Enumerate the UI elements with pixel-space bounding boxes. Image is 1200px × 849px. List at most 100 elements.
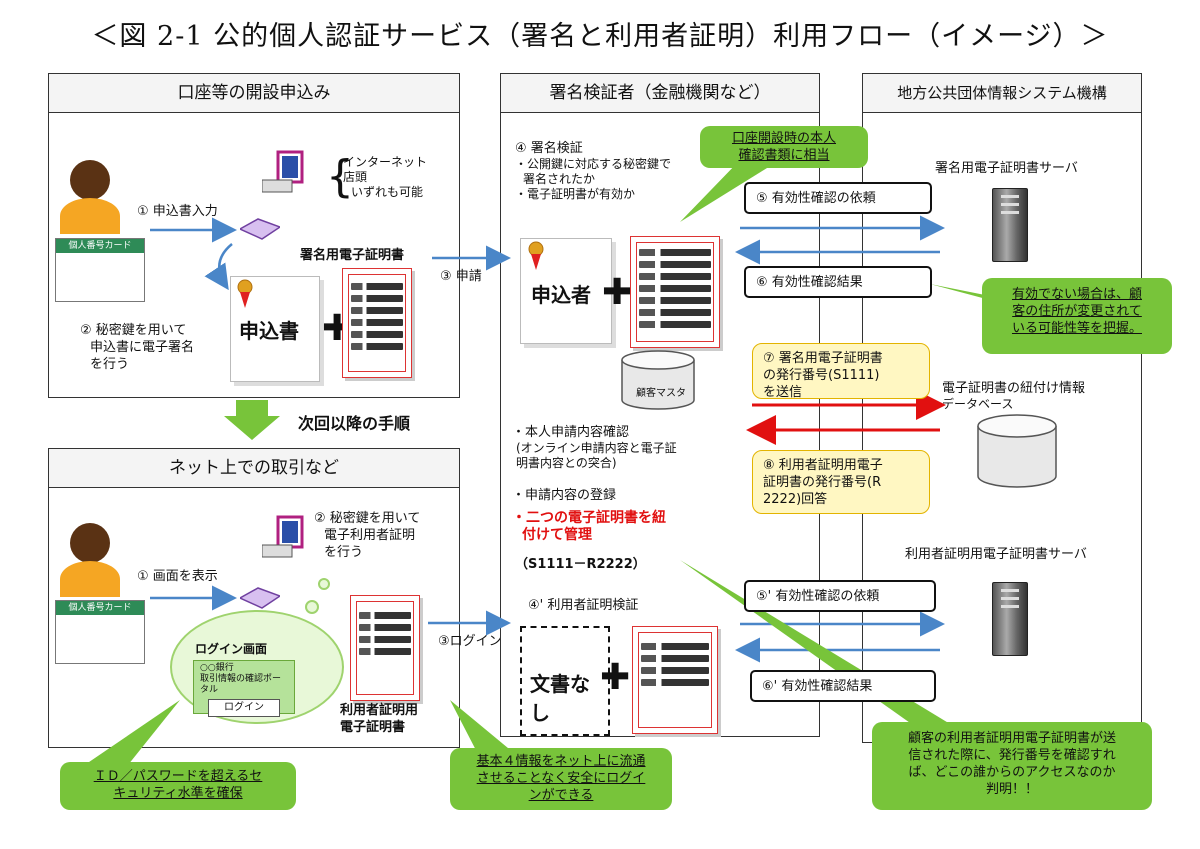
internet-note-line3: いずれも可能	[351, 185, 424, 199]
user-cert-label-line2: 電子証明書	[340, 720, 406, 735]
step2b-line2: 電子利用者証明	[324, 528, 416, 543]
callout-login-line3: ンができる	[528, 788, 594, 803]
callout-identity-line2: 確認書類に相当	[738, 148, 830, 163]
received-user-cert	[632, 626, 718, 734]
plus-icon-2: ✚	[602, 272, 633, 313]
card-title: 個人番号カード	[56, 239, 144, 253]
flow-validity-request: ⑤ 有効性確認の依頼	[744, 182, 932, 214]
customer-db-label: 顧客マスタ	[636, 388, 686, 399]
callout-security-line1: ＩＤ／パスワードを超えるセ	[93, 769, 263, 784]
callout-login-line2: させることなく安全にログイ	[476, 771, 646, 786]
internet-note: インターネット 店頭 いずれも可能	[343, 155, 427, 200]
applicant-form-title: 申込者	[531, 283, 591, 307]
link-db-label-line1: 電子証明書の紐付け情報	[942, 381, 1086, 396]
step3-apply: ③ 申請	[440, 269, 482, 284]
panel-header-jlis: 地方公共団体情報システム機構	[862, 73, 1142, 113]
callout-access-line2: 信された際に、発行番号を確認すれ	[908, 748, 1116, 763]
step4-line3: ・電子証明書が有効か	[515, 187, 636, 201]
register-content: ・申請内容の登録	[512, 488, 617, 503]
link-db-label: 電子証明書の紐付け情報 データベース	[942, 380, 1085, 412]
login-screen: ○○銀行 取引情報の確認ポータル ログイン	[193, 660, 295, 717]
my-number-card: 個人番号カード	[55, 238, 145, 302]
panel-header-verifier: 署名検証者（金融機関など）	[500, 73, 820, 113]
callout-safe-login: 基本４情報をネット上に流通 させることなく安全にログイ ンができる	[450, 748, 672, 810]
application-form-title: 申込書	[239, 319, 299, 343]
user-cert-server-icon	[992, 582, 1028, 656]
flow-validity-result-2: ⑥' 有効性確認結果	[750, 670, 936, 702]
callout-tail-bottom-mid	[450, 700, 520, 758]
callout-identity-document: 口座開設時の本人 確認書類に相当	[700, 126, 868, 168]
plus-icon-3: ✚	[600, 657, 631, 698]
next-steps-label: 次回以降の手順	[298, 414, 411, 433]
callout-login-line1: 基本４情報をネット上に流通	[476, 754, 646, 769]
sign-cert-server-icon	[992, 188, 1028, 262]
flow-s7-line2: の発行番号(S1111)	[763, 368, 880, 383]
flow-send-s1111: ⑦ 署名用電子証明書 の発行番号(S1111) を送信	[752, 343, 930, 400]
step2-auth: ② 秘密鍵を用いて 電子利用者証明 を行う	[314, 510, 420, 561]
sign-certificate-doc	[342, 268, 412, 378]
computer-icon-2	[261, 515, 310, 567]
step2-line2: 申込書に電子署名	[90, 340, 195, 355]
login-portal-name: 取引情報の確認ポータル	[200, 674, 282, 695]
received-sign-cert	[630, 236, 720, 348]
customer-db-icon	[620, 350, 696, 416]
step3-login: ③ログイン	[438, 634, 502, 649]
step4-line2: 署名されたか	[523, 172, 596, 186]
next-steps-arrow-icon	[222, 400, 282, 444]
user-cert-label: 利用者証明用 電子証明書	[340, 702, 418, 736]
ribbon-icon	[236, 278, 254, 314]
callout-address-line2: 客の住所が変更されて	[1012, 304, 1142, 319]
callout-tail-bottom-left	[70, 700, 180, 775]
callout-access-line3: ば、どこの誰からのアクセスなのか	[908, 765, 1116, 780]
step2b-line3: を行う	[324, 545, 364, 560]
card-title-2: 個人番号カード	[56, 601, 144, 615]
flow-validity-request-2: ⑤' 有効性確認の依頼	[744, 580, 936, 612]
flow-s7-line3: を送信	[763, 385, 803, 400]
check-content: ・本人申請内容確認 (オンライン申請内容と電子証 明書内容との突合)	[512, 424, 677, 471]
sign-cert-label: 署名用電子証明書	[300, 248, 405, 263]
callout-address-change: 有効でない場合は、顧 客の住所が変更されて いる可能性等を把握。	[982, 278, 1172, 354]
cloud-dot-2	[318, 578, 330, 590]
computer-icon	[261, 150, 304, 193]
step2-line3: を行う	[90, 357, 130, 372]
flow-s8-line3: 2222)回答	[763, 492, 828, 507]
step2b-line1: ② 秘密鍵を用いて	[314, 511, 421, 526]
user-avatar-body-2	[60, 561, 120, 597]
step1-display-label: ① 画面を表示	[137, 569, 218, 584]
check-line2: (オンライン申請内容と電子証	[516, 441, 677, 455]
ribbon-icon-2	[527, 240, 545, 276]
manage-line1: ・二つの電子証明書を紐	[512, 510, 666, 526]
check-line1: ・本人申請内容確認	[512, 425, 630, 440]
step4-title: ④ 署名検証	[515, 141, 583, 156]
no-document-box: 文書なし	[520, 626, 610, 736]
page-title: ＜図 2-1 公的個人認証サービス（署名と利用者証明）利用フロー（イメージ）＞	[91, 21, 1109, 52]
callout-tail-top	[680, 160, 780, 222]
brace-icon: {	[326, 151, 354, 202]
check-line3: 明書内容との突合)	[516, 456, 617, 470]
user-avatar-head-2	[70, 523, 110, 563]
callout-identify-access: 顧客の利用者証明用電子証明書が送 信された際に、発行番号を確認すれ ば、どこの誰…	[872, 722, 1152, 810]
my-number-card-2: 個人番号カード	[55, 600, 145, 664]
panel-header-account-application: 口座等の開設申込み	[48, 73, 460, 113]
user-cert-server-label: 利用者証明用電子証明書サーバ	[905, 547, 1087, 562]
internet-note-line1: インターネット	[343, 155, 428, 169]
flow-return-r2222: ⑧ 利用者証明用電子 証明書の発行番号(R 2222)回答	[752, 450, 930, 514]
user-cert-label-line1: 利用者証明用	[340, 703, 419, 718]
callout-address-line3: いる可能性等を把握。	[1011, 321, 1142, 336]
callout-security-line2: キュリティ水準を確保	[113, 786, 243, 801]
arrow-sign	[204, 243, 233, 291]
step1-input-label: ① 申込書入力	[137, 204, 218, 219]
step2-sign: ② 秘密鍵を用いて 申込書に電子署名 を行う	[80, 322, 194, 373]
flow-validity-result: ⑥ 有効性確認結果	[744, 266, 932, 298]
user-avatar-head	[70, 160, 110, 200]
user-certificate-doc	[350, 595, 420, 701]
internet-note-line2: 店頭	[343, 170, 368, 184]
user-avatar-body	[60, 198, 120, 234]
link-db-icon	[976, 414, 1058, 494]
sign-cert-server-label: 署名用電子証明書サーバ	[935, 161, 1078, 176]
flow-s8-line2: 証明書の発行番号(R	[763, 475, 882, 490]
step2-line1: ② 秘密鍵を用いて	[80, 323, 187, 338]
manage-line2: 付けて管理	[522, 527, 592, 543]
login-button[interactable]: ログイン	[208, 699, 280, 717]
paired-ids: （S1111－R2222）	[515, 557, 646, 572]
